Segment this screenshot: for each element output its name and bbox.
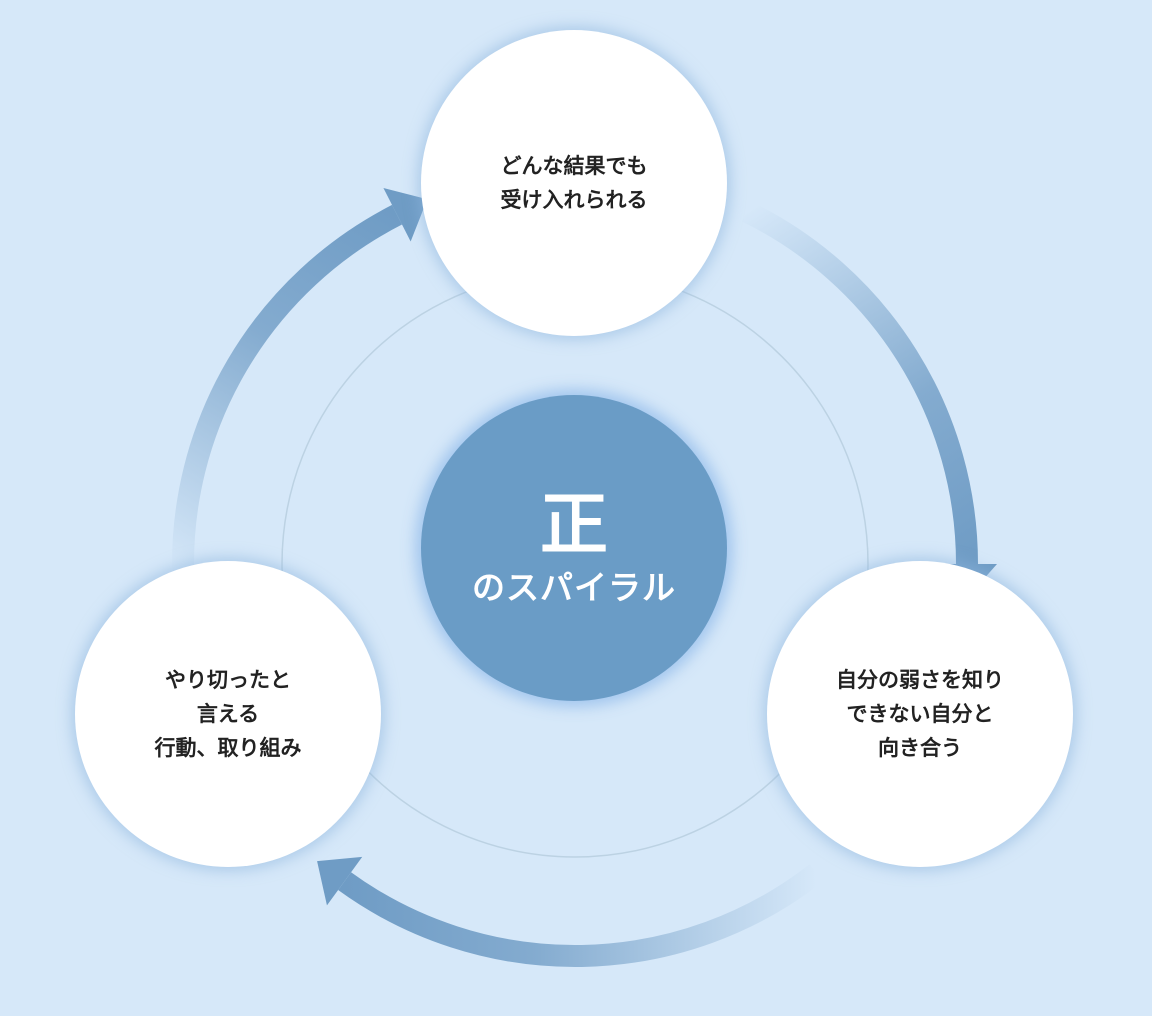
arrow-to-action	[338, 864, 824, 967]
node-face-weakness: 自分の弱さを知り できない自分と 向き合う	[767, 561, 1073, 867]
center-circle: 正 のスパイラル	[421, 395, 727, 701]
node-text: やり切ったと 言える 行動、取り組み	[154, 668, 302, 760]
arrow-to-weakness	[742, 201, 978, 565]
arrowhead-icon	[383, 187, 428, 242]
center-title: 正	[539, 486, 608, 565]
node-text: 自分の弱さを知り できない自分と 向き合う	[836, 668, 1004, 760]
node-text: どんな結果でも 受け入れられる	[500, 154, 648, 212]
node-committed-action: やり切ったと 言える 行動、取り組み	[75, 561, 381, 867]
center-subtitle: のスパイラル	[472, 568, 676, 607]
arrow-to-accept	[172, 204, 403, 579]
node-accept-results: どんな結果でも 受け入れられる	[421, 30, 727, 336]
arrowhead-icon	[317, 856, 363, 906]
